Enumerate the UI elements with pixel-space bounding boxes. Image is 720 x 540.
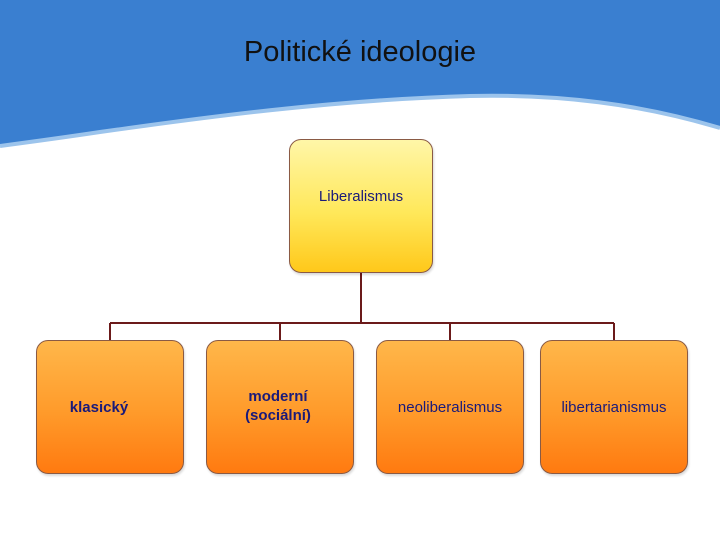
node-liberalismus-label: Liberalismus: [318, 187, 404, 205]
node-moderni-line2: (sociální): [245, 407, 311, 424]
node-moderni-socialni-label: moderní (sociální): [245, 387, 311, 425]
node-neoliberalismus: neoliberalismus: [376, 340, 524, 474]
node-moderni-socialni: moderní (sociální): [206, 340, 354, 474]
node-moderni-line1: moderní: [248, 388, 308, 405]
slide-title: Politické ideologie: [243, 36, 477, 68]
node-neoliberalismus-label: neoliberalismus: [397, 398, 503, 416]
node-liberalismus: Liberalismus: [289, 139, 433, 273]
node-klasicky-label: klasický: [69, 398, 129, 416]
node-libertarianismus-label: libertarianismus: [561, 398, 667, 416]
header-banner: [0, 0, 720, 148]
node-klasicky: klasický: [36, 340, 184, 474]
node-libertarianismus: libertarianismus: [540, 340, 688, 474]
